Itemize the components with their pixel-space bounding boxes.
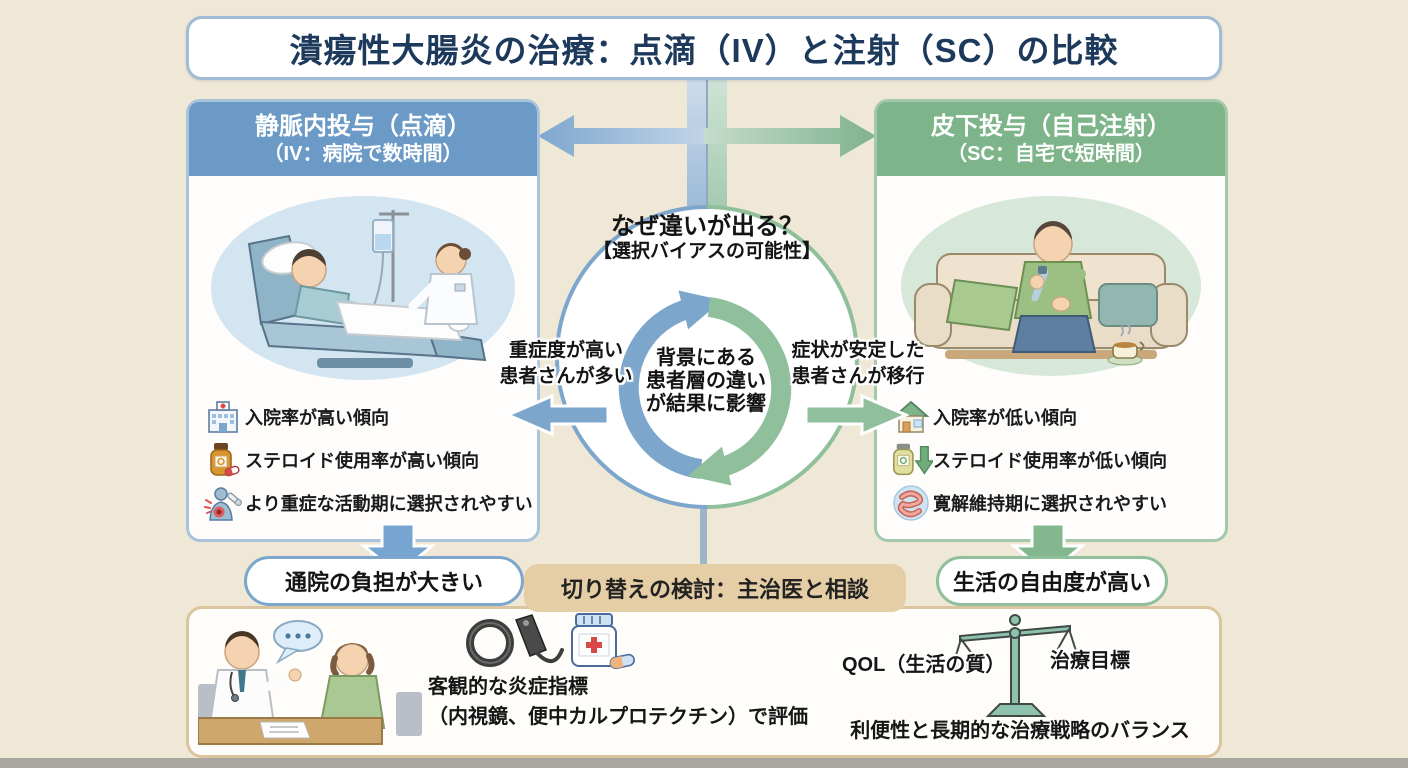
core-line2: 患者層の違い bbox=[646, 370, 766, 392]
sc-bullet-list: 入院率が低い傾向 ステロイド使用率が低い傾向 bbox=[889, 395, 1217, 524]
iv-bullet-list: 入院率が高い傾向 ステロイド使用率が高い傾向 bbox=[201, 395, 533, 524]
hospital-icon bbox=[201, 398, 245, 436]
iv-header-line1: 静脈内投与（点滴） bbox=[255, 112, 471, 140]
list-item: 入院率が高い傾向 bbox=[201, 395, 529, 438]
intestine-icon bbox=[889, 484, 933, 522]
medicine-bottle-icon bbox=[571, 613, 635, 670]
sc-bullet-text: ステロイド使用率が低い傾向 bbox=[933, 450, 1167, 471]
steroid-decrease-icon bbox=[889, 441, 933, 479]
iv-infusion-illustration bbox=[211, 196, 515, 380]
switch-section-header: 切り替えの検討：主治医と相談 bbox=[524, 564, 906, 612]
evaluation-line1: 客観的な炎症指標 bbox=[428, 676, 588, 698]
treatment-goal-label: 治療目標 bbox=[1050, 650, 1130, 672]
sc-header-line1: 皮下投与（自己注射） bbox=[931, 112, 1171, 140]
iv-bullet-text: より重症な活動期に選択されやすい bbox=[245, 493, 533, 514]
list-item: より重症な活動期に選択されやすい bbox=[201, 481, 533, 524]
iv-outcome-text: 通院の負担が大きい bbox=[284, 570, 483, 595]
sc-outcome-badge: 生活の自由度が高い bbox=[936, 556, 1168, 606]
iv-outcome-badge: 通院の負担が大きい bbox=[244, 556, 524, 606]
connector-circle-to-switch bbox=[700, 508, 707, 568]
iv-header-line2: （IV：病院で数時間） bbox=[263, 142, 463, 165]
selection-bias-cycle-icon bbox=[555, 205, 859, 509]
arrow-to-iv-panel-icon bbox=[504, 393, 610, 437]
iv-panel: 静脈内投与（点滴） （IV：病院で数時間） bbox=[186, 99, 540, 542]
steroid-bottle-icon bbox=[201, 441, 245, 479]
core-line3: が結果に影響 bbox=[646, 393, 766, 415]
sc-side-note-line1: 症状が安定した bbox=[791, 340, 925, 361]
cycle-core-text: 背景にある 患者層の違い が結果に影響 bbox=[611, 347, 801, 416]
iv-side-note-line2: 患者さんが多い bbox=[499, 366, 633, 387]
doctor-consultation-illustration bbox=[198, 620, 422, 745]
sc-bullet-text: 寛解維持期に選択されやすい bbox=[933, 493, 1167, 514]
sc-side-note-line2: 患者さんが移行 bbox=[791, 366, 925, 387]
iv-side-note: 重症度が高い 患者さんが多い bbox=[478, 338, 654, 390]
infographic-title: 潰瘍性大腸炎の治療：点滴（IV）と注射（SC）の比較 bbox=[186, 16, 1222, 80]
list-item: 寛解維持期に選択されやすい bbox=[889, 481, 1217, 524]
sc-bullet-text: 入院率が低い傾向 bbox=[933, 407, 1077, 428]
sc-panel: 皮下投与（自己注射） （SC：自宅で短時間） bbox=[874, 99, 1228, 542]
sc-outcome-text: 生活の自由度が高い bbox=[952, 570, 1151, 595]
cycle-question-line1: なぜ違いが出る？ bbox=[611, 213, 803, 240]
severe-patient-icon bbox=[201, 484, 245, 522]
iv-bullet-text: ステロイド使用率が高い傾向 bbox=[245, 450, 479, 471]
evaluation-text: 客観的な炎症指標 （内視鏡、便中カルプロテクチン）で評価 bbox=[428, 672, 868, 732]
iv-bullet-text: 入院率が高い傾向 bbox=[245, 407, 389, 428]
core-line1: 背景にある bbox=[656, 347, 756, 369]
bottom-edge-strip bbox=[0, 758, 1408, 768]
iv-panel-header: 静脈内投与（点滴） （IV：病院で数時間） bbox=[189, 102, 537, 176]
cycle-question-line2: 【選択バイアスの可能性】 bbox=[592, 241, 821, 262]
list-item: 入院率が低い傾向 bbox=[889, 395, 1217, 438]
balance-scale-icon bbox=[952, 614, 1080, 717]
arrow-right-to-sc-icon bbox=[704, 115, 876, 157]
home-icon bbox=[889, 398, 933, 436]
evaluation-line2: （内視鏡、便中カルプロテクチン）で評価 bbox=[428, 706, 808, 728]
qol-label: QOL（生活の質） bbox=[842, 654, 1006, 676]
sc-panel-header: 皮下投与（自己注射） （SC：自宅で短時間） bbox=[877, 102, 1225, 176]
switch-header-text: 切り替えの検討：主治医と相談 bbox=[560, 577, 869, 602]
list-item: ステロイド使用率が高い傾向 bbox=[201, 438, 529, 481]
balance-note: 利便性と長期的な治療戦略のバランス bbox=[850, 720, 1190, 742]
arrow-left-to-iv-icon bbox=[538, 115, 710, 157]
sc-header-line2: （SC：自宅で短時間） bbox=[947, 142, 1155, 165]
self-injection-illustration bbox=[901, 196, 1201, 376]
sc-side-note: 症状が安定した 患者さんが移行 bbox=[772, 338, 944, 390]
iv-side-note-line1: 重症度が高い bbox=[508, 340, 623, 361]
list-item: ステロイド使用率が低い傾向 bbox=[889, 438, 1217, 481]
title-text: 潰瘍性大腸炎の治療：点滴（IV）と注射（SC）の比較 bbox=[289, 32, 1119, 69]
endoscope-icon bbox=[466, 614, 564, 667]
arrow-to-sc-panel-icon bbox=[804, 393, 910, 437]
